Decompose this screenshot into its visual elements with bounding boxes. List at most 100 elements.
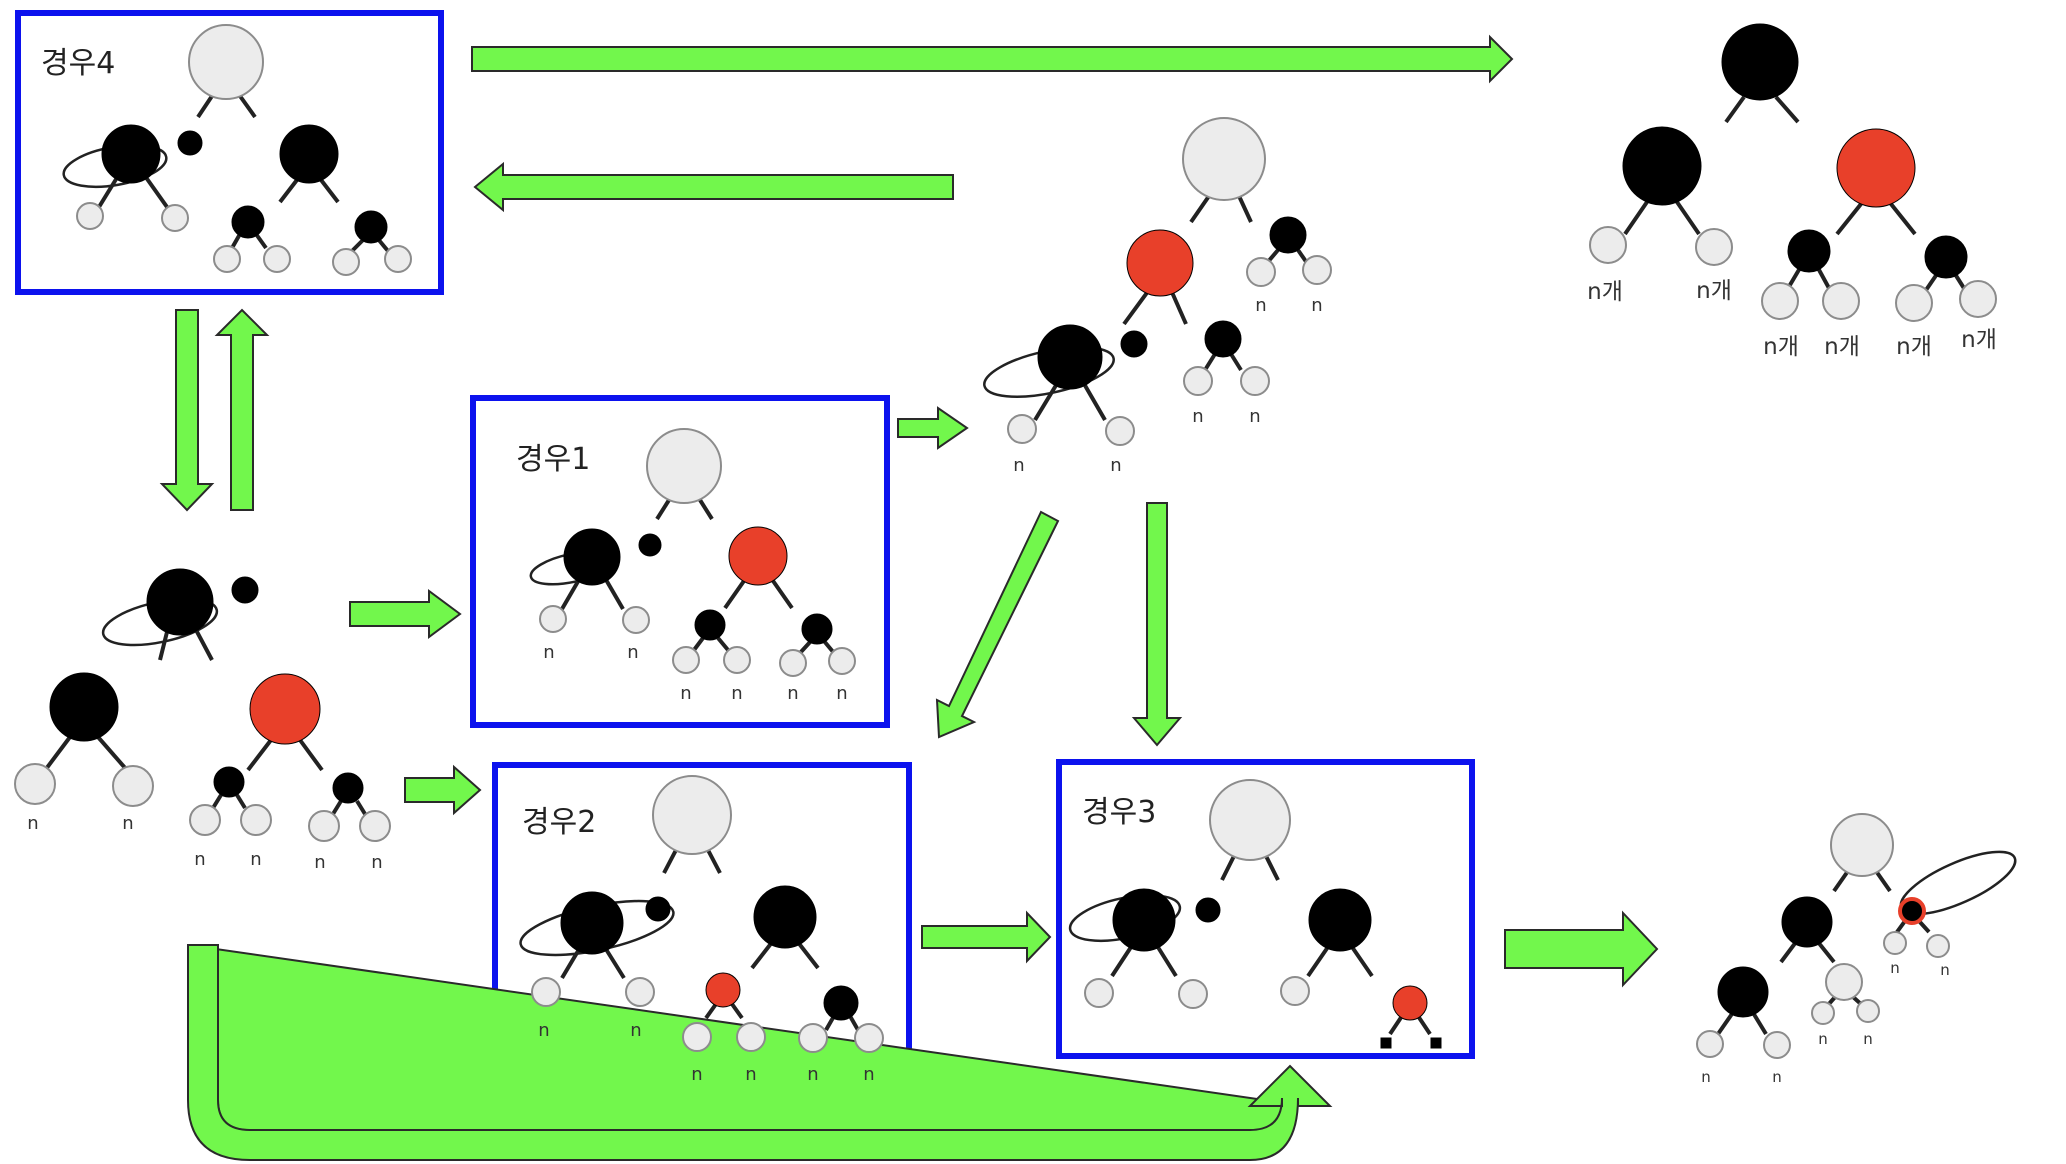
null-count-label: n (314, 852, 326, 873)
tree-edge (97, 174, 120, 209)
tree-edge (1895, 919, 1907, 934)
tree-edge (560, 576, 582, 611)
case2-label: 경우2 (522, 805, 597, 840)
null-count-label: n (836, 683, 848, 704)
transition-arrow (404, 764, 482, 816)
nil-or-unknown-node (682, 1022, 712, 1052)
n-count-label: n개 (1587, 279, 1623, 305)
black-node (1037, 324, 1103, 390)
tree-edge (662, 849, 678, 874)
nil-or-unknown-node (1811, 1001, 1835, 1025)
n-count-label: n개 (1896, 334, 1932, 360)
tree-edge (750, 939, 775, 970)
tree-edge (1122, 288, 1151, 326)
black-node (231, 576, 259, 604)
n-count-label: n개 (1824, 334, 1860, 360)
nil-or-unknown-node (1105, 416, 1135, 446)
null-count-label: n (1110, 455, 1122, 476)
nil-or-unknown-node (1183, 366, 1213, 396)
tree-edge (1874, 869, 1892, 893)
null-count-label: n (680, 683, 692, 704)
tree-edge (246, 738, 273, 772)
tree-edge (1203, 352, 1217, 372)
nil-or-unknown-node (14, 763, 56, 805)
tree-edge (1264, 855, 1280, 881)
tree-edge (1388, 1014, 1404, 1036)
black-node (694, 609, 726, 641)
transition-arrow (349, 589, 462, 639)
nil-or-unknown-node (1895, 284, 1933, 322)
tree-edge (795, 939, 820, 970)
transition-arrow (471, 34, 1514, 84)
tree-edge (1716, 1009, 1736, 1036)
tree-edge (1110, 942, 1135, 978)
transition-arrow (1131, 502, 1183, 747)
nil-or-unknown-node (359, 810, 391, 842)
nil-or-unknown-node (828, 647, 856, 675)
transition-arrow (921, 910, 1052, 964)
nil-or-unknown-node (1926, 934, 1950, 958)
tree-edge (196, 94, 214, 119)
black-node (801, 613, 833, 645)
tree-edge (848, 1015, 860, 1031)
nil-or-unknown-node (1763, 1031, 1791, 1059)
tree-edge (1779, 940, 1798, 964)
tree-edge (1081, 380, 1107, 422)
black-node (231, 205, 265, 239)
tree-edge (235, 793, 247, 810)
nil-or-unknown-node (1302, 255, 1332, 285)
tree-edge (331, 799, 343, 816)
null-count-label: n (543, 642, 555, 663)
nil-or-unknown-node (308, 810, 340, 842)
nil-or-unknown-node (1695, 228, 1733, 266)
black-node (638, 533, 662, 557)
null-count-label: n (122, 813, 134, 834)
tree-edge (230, 233, 242, 249)
black-node (1781, 896, 1833, 948)
black-node (645, 896, 671, 922)
nil-or-unknown-node (798, 1023, 828, 1053)
black-node (1204, 320, 1242, 358)
transition-arrow (187, 944, 1333, 1161)
nil-or-unknown-node (1822, 282, 1860, 320)
null-count-label: n (1890, 959, 1900, 977)
transition-arrow (214, 308, 270, 511)
case3-box: 경우3 (1056, 759, 1475, 1059)
case1-label: 경우1 (516, 442, 591, 477)
tree-edge (603, 576, 625, 611)
null-count-label: n (1772, 1068, 1782, 1086)
nil-or-unknown-node (1182, 117, 1266, 201)
tree-edge (1154, 942, 1178, 978)
null-count-label: n (1818, 1030, 1828, 1048)
tree-edge (716, 636, 730, 652)
black-node (823, 985, 859, 1021)
tree-edge (1675, 200, 1701, 236)
black-node (101, 124, 161, 184)
tree-edge (355, 799, 367, 816)
red-node (705, 972, 741, 1008)
case4-label: 경우4 (41, 46, 116, 81)
tree-edge (44, 735, 72, 771)
nil-or-unknown-node (1696, 1030, 1724, 1058)
case4-box: 경우4 (15, 10, 444, 295)
null-count-label: n (250, 849, 262, 870)
red-node (1126, 229, 1194, 297)
nil-or-unknown-node (854, 1023, 884, 1053)
null-count-label: n (1701, 1068, 1711, 1086)
tree-edges (44, 94, 1969, 1036)
transition-arrows (159, 34, 1659, 1161)
tree-edge (798, 639, 813, 655)
tree-edge (704, 1002, 718, 1020)
tree-edge (1416, 1014, 1432, 1036)
tree-edge (1306, 942, 1332, 978)
tree-edge (1917, 919, 1931, 934)
nil-or-unknown-node (188, 24, 264, 100)
tree-edge (143, 174, 169, 209)
nil-or-unknown-node (263, 245, 291, 273)
nil-or-unknown-node (672, 646, 700, 674)
tree-edge (1724, 95, 1746, 124)
nil-or-unknown-node (1589, 226, 1627, 264)
tree-edge (692, 636, 705, 652)
nil-or-unknown-node (213, 245, 241, 273)
